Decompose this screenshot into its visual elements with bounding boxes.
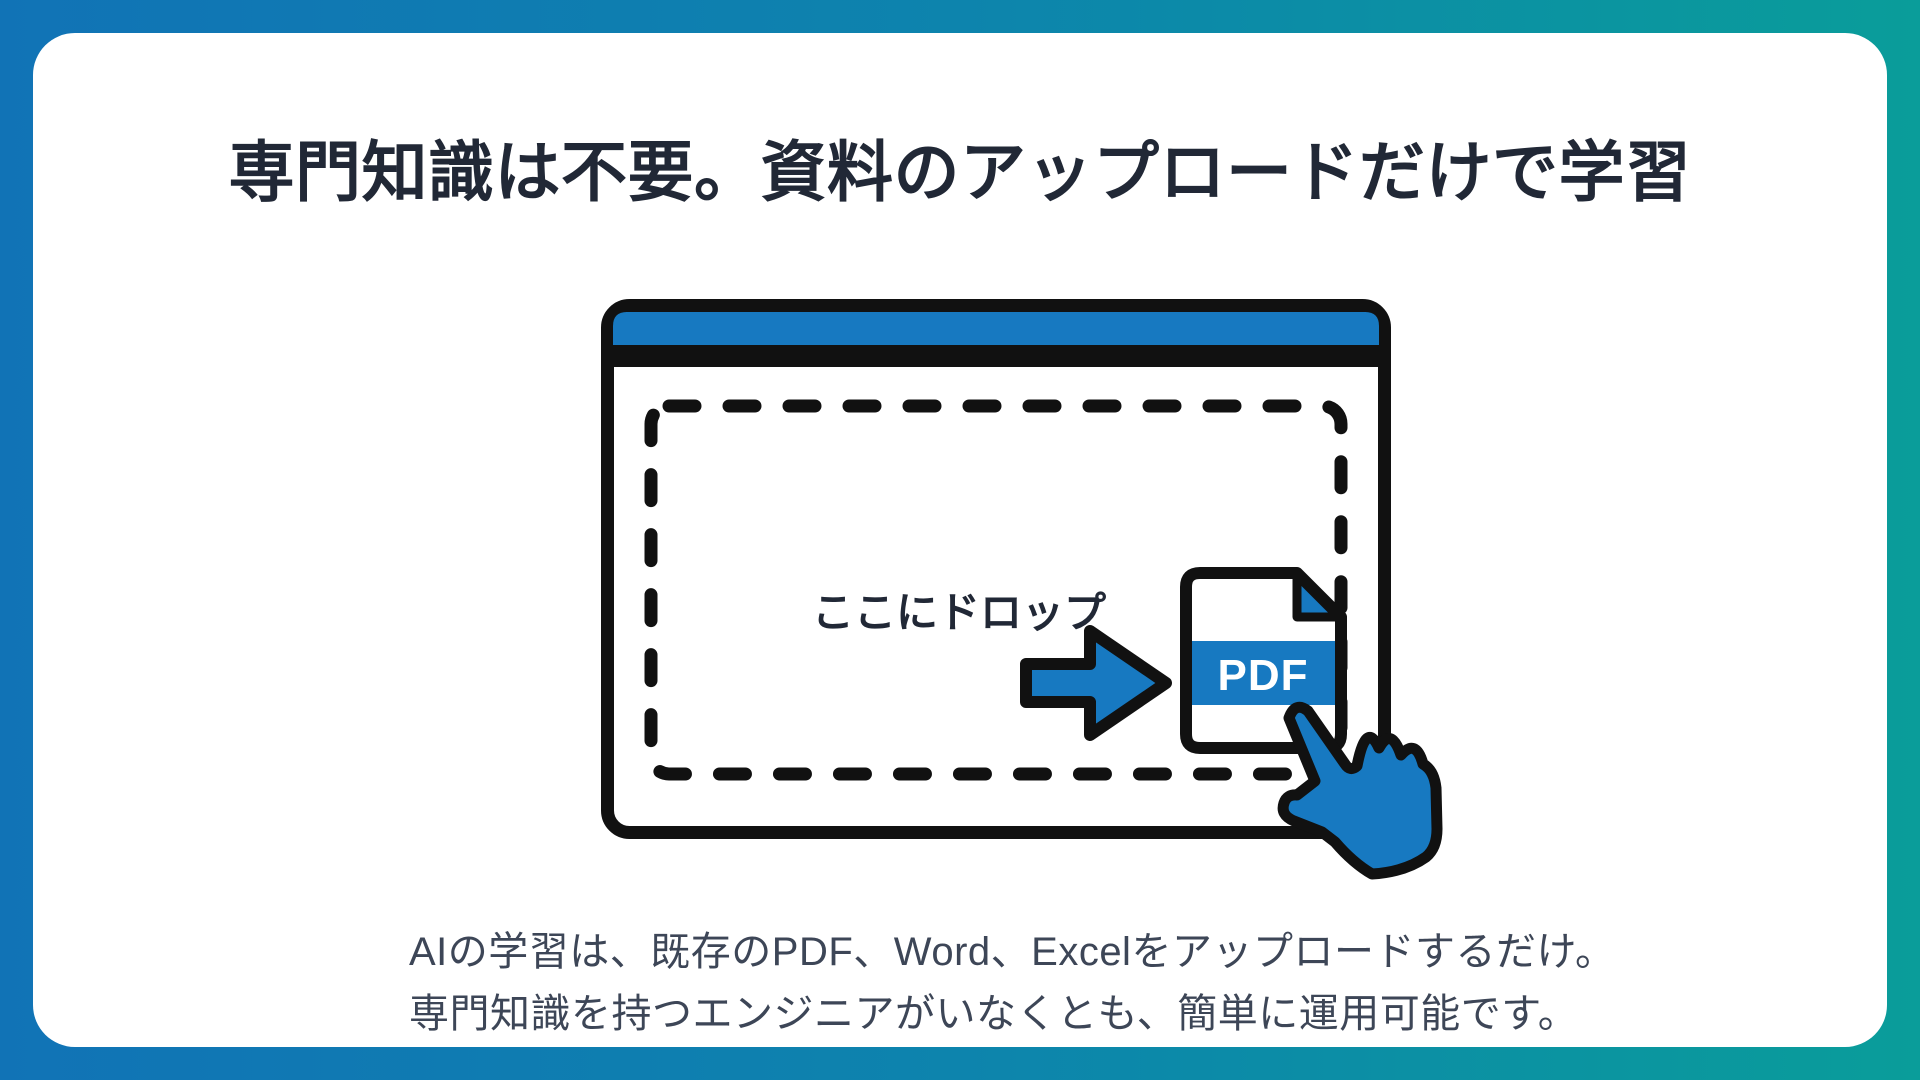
drop-zone-dashed (644, 399, 1348, 781)
slide-card: 専門知識は不要。資料のアップロードだけで学習 ここにドロップ PDF (33, 33, 1887, 1047)
description-line-2: 専門知識を持つエンジニアがいなくとも、簡単に運用可能です。 (409, 992, 1579, 1036)
pdf-band (1192, 641, 1335, 705)
description-line-1: AIの学習は、既存のPDF、Word、Excelをアップロードするだけ。 (409, 930, 1616, 974)
hand-cursor-icon (1277, 701, 1443, 880)
pdf-page-outline (1180, 567, 1347, 754)
drop-here-label: ここにドロップ (812, 589, 1106, 636)
pdf-label: PDF (1218, 651, 1309, 700)
description: AIの学習は、既存のPDF、Word、Excelをアップロードするだけ。 専門知… (409, 921, 1615, 1045)
upload-illustration: ここにドロップ PDF (601, 299, 1443, 880)
browser-titlebar (613, 312, 1379, 345)
titlebar-separator (607, 345, 1385, 367)
page-title: 専門知識は不要。資料のアップロードだけで学習 (228, 135, 1692, 209)
arrow-right-icon (1020, 625, 1172, 741)
